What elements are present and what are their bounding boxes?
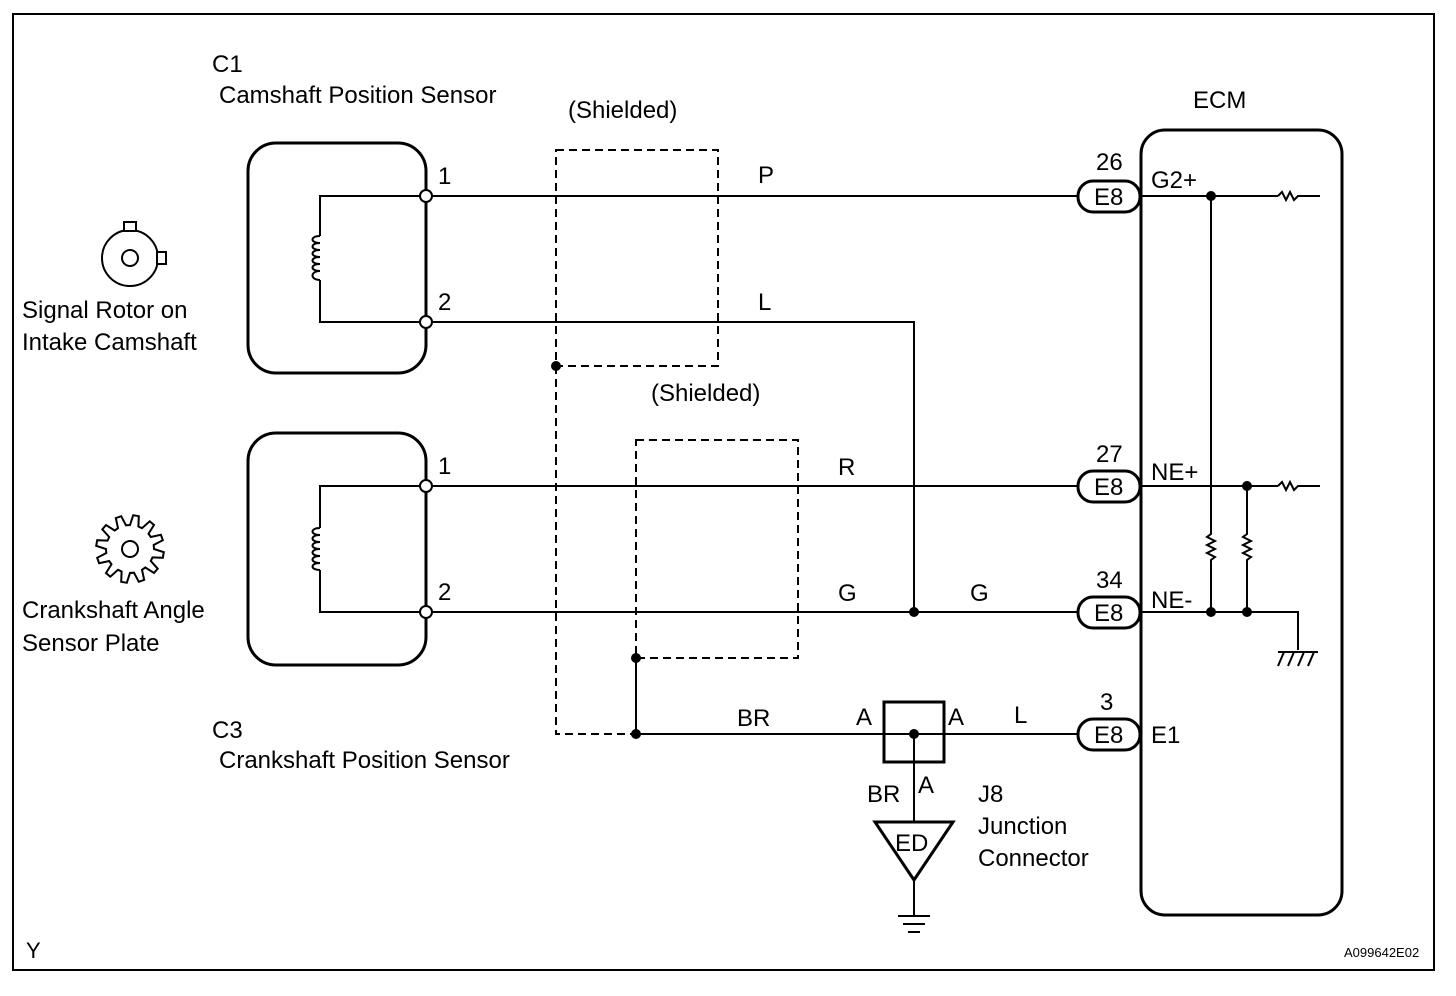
ecm-connector-pill bbox=[1076, 179, 1142, 214]
wire-label-p: P bbox=[758, 162, 774, 189]
ecm-title: ECM bbox=[1193, 87, 1246, 114]
gear-outline bbox=[95, 514, 165, 584]
footer-figure-id: A099642E02 bbox=[1344, 945, 1419, 960]
junction-pin-bottom: A bbox=[918, 772, 934, 799]
ecm-body bbox=[1139, 128, 1344, 917]
cam-sensor-code: C1 bbox=[212, 51, 243, 78]
cam-sensor-name: Camshaft Position Sensor bbox=[219, 82, 496, 109]
shield-top-box bbox=[555, 149, 719, 367]
junction-pin-right: A bbox=[948, 704, 964, 731]
resistor-icon bbox=[1204, 196, 1218, 612]
ground-point-label: ED bbox=[895, 830, 928, 857]
crank-sensor-body bbox=[246, 431, 428, 667]
wire-label-br: BR bbox=[737, 705, 770, 732]
cam-pin2-label: 2 bbox=[438, 289, 451, 316]
ecm-pin-number: 34 bbox=[1096, 567, 1123, 594]
wire-label-br-ground: BR bbox=[867, 781, 900, 808]
crankshaft-position-sensor: 1 2 C3 Crankshaft Position Sensor bbox=[212, 431, 510, 774]
crank-pin2-label: 2 bbox=[438, 579, 451, 606]
cam-sensor-body bbox=[246, 141, 428, 375]
shield-drain-dashed bbox=[555, 366, 636, 735]
ecm-pin-number: 27 bbox=[1096, 441, 1123, 468]
resistor-icon bbox=[1277, 479, 1320, 493]
ecm-connector-code: E8 bbox=[1094, 474, 1123, 501]
shield-bottom-label: (Shielded) bbox=[651, 380, 760, 407]
wire-label-g-right: G bbox=[970, 580, 989, 607]
junction-line1: Junction bbox=[978, 813, 1067, 840]
shield-top-label: (Shielded) bbox=[568, 97, 677, 124]
cam-coil-icon bbox=[311, 235, 321, 281]
shield-bottom-node bbox=[631, 653, 641, 663]
crank-sensor-name: Crankshaft Position Sensor bbox=[219, 747, 510, 774]
ecm-pin-number: 26 bbox=[1096, 149, 1123, 176]
wire-label-r: R bbox=[838, 454, 855, 481]
ecm-pin-name: E1 bbox=[1151, 722, 1180, 749]
cam-pin1-label: 1 bbox=[438, 163, 451, 190]
signal-rotor-icon bbox=[101, 221, 167, 287]
footer-left-code: Y bbox=[26, 938, 41, 963]
crank-pin1-label: 1 bbox=[438, 453, 451, 480]
diagram-frame bbox=[12, 13, 1435, 971]
cam-pin1-terminal bbox=[419, 189, 433, 203]
wire-cam-pin2 bbox=[432, 321, 915, 612]
wire-label-l-e1: L bbox=[1014, 702, 1027, 729]
wire-label-l: L bbox=[758, 289, 771, 316]
cam-sensor-internal-wire bbox=[319, 195, 426, 323]
ecm-pin-name: G2+ bbox=[1151, 167, 1197, 194]
shield-bottom-box bbox=[635, 439, 799, 659]
ecm-connector-pill bbox=[1076, 595, 1142, 630]
ecm-pin-name: NE- bbox=[1151, 587, 1192, 614]
cam-pin2-terminal bbox=[419, 315, 433, 329]
sensor-plate-gear-icon bbox=[95, 514, 165, 584]
splice-g-node bbox=[909, 607, 919, 617]
junction-pin-left: A bbox=[856, 704, 872, 731]
crank-sensor-internal-wire bbox=[319, 485, 426, 613]
wire-label-g-left: G bbox=[838, 580, 857, 607]
ecm-pin-name: NE+ bbox=[1151, 459, 1198, 486]
ecm-connector-code: E8 bbox=[1094, 184, 1123, 211]
shield-top-node bbox=[551, 361, 561, 371]
crank-coil-icon bbox=[311, 527, 321, 571]
junction-line2: Connector bbox=[978, 845, 1089, 872]
chassis-ground-icon bbox=[1277, 651, 1318, 667]
resistor-icon bbox=[1240, 486, 1254, 612]
ground-point-triangle bbox=[872, 820, 956, 883]
ground-symbol-icon bbox=[898, 880, 930, 933]
ecm-connector-code: E8 bbox=[1094, 722, 1123, 749]
junction-node bbox=[909, 729, 919, 739]
rotor-cam-line2: Intake Camshaft bbox=[22, 329, 197, 356]
crank-sensor-code: C3 bbox=[212, 717, 243, 744]
ecm-connector-code: E8 bbox=[1094, 600, 1123, 627]
crank-pin2-terminal bbox=[419, 605, 433, 619]
rotor-cam-line1: Signal Rotor on bbox=[22, 297, 187, 324]
ecm-connector-pill bbox=[1076, 717, 1142, 752]
ecm-internal-circuit bbox=[1142, 189, 1320, 667]
camshaft-position-sensor: C1 Camshaft Position Sensor 1 2 bbox=[212, 51, 496, 375]
resistor-icon bbox=[1277, 189, 1320, 203]
crank-pin1-terminal bbox=[419, 479, 433, 493]
ecm-connector-pill bbox=[1076, 469, 1142, 504]
ecm-pin-number: 3 bbox=[1100, 689, 1113, 716]
junction-code: J8 bbox=[978, 781, 1003, 808]
rotor-crank-line1: Crankshaft Angle bbox=[22, 597, 205, 624]
rotor-crank-line2: Sensor Plate bbox=[22, 630, 159, 657]
